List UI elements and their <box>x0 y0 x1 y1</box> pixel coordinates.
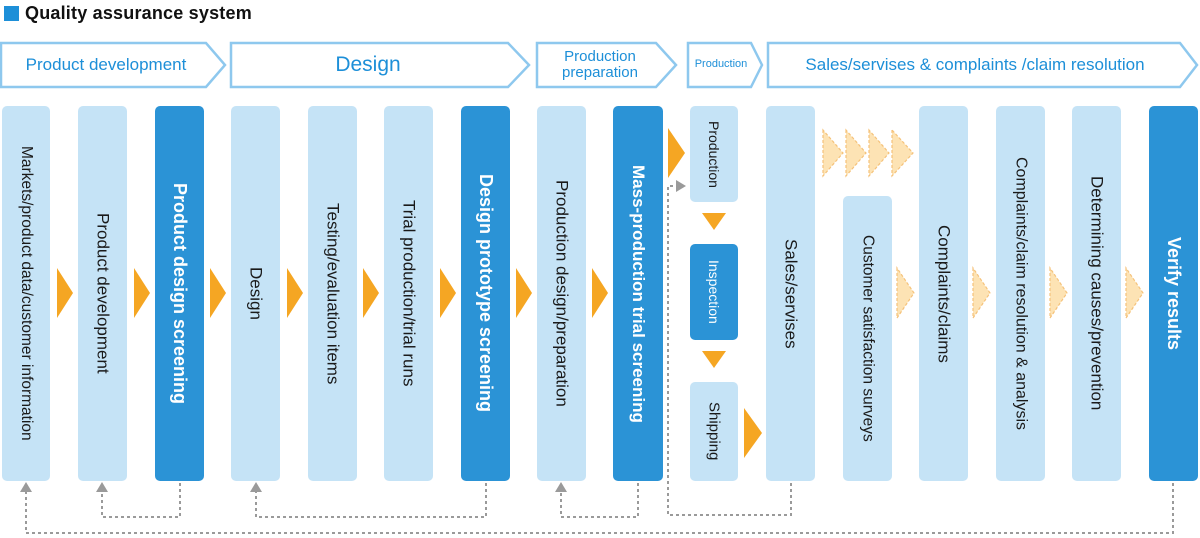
flow-down-arrow-icon <box>702 213 726 230</box>
pale-arrow-icon <box>972 266 991 320</box>
step-label: Complaints/claims <box>934 224 954 363</box>
feedback-arrowhead-icon <box>96 482 108 492</box>
phase-banner-design <box>229 41 531 89</box>
flow-arrow-icon <box>592 268 608 318</box>
flow-arrow-icon <box>363 268 379 318</box>
step-testing: Testing/evaluation items <box>308 106 357 481</box>
step-production-design: Production design/preparation <box>537 106 586 481</box>
phase-label-product-development: Product development <box>25 55 187 75</box>
step-label: Determining causes/prevention <box>1087 176 1107 411</box>
pale-arrow-icon <box>1125 266 1144 320</box>
flow-down-arrow-icon <box>702 351 726 368</box>
step-design-prototype-screening: Design prototype screening <box>461 106 510 481</box>
phase-banner-production-preparation <box>535 41 678 89</box>
feedback-arrowhead-icon <box>250 482 262 492</box>
step-product-design-screening: Product design screening <box>155 106 204 481</box>
step-shipping: Shipping <box>690 382 738 481</box>
step-mass-production-screening: Mass-production trial screening <box>613 106 663 481</box>
step-label: Shipping <box>705 402 723 461</box>
pale-arrow-icon <box>868 128 890 178</box>
step-label: Sales/servises <box>781 238 801 349</box>
flow-arrow-icon <box>516 268 532 318</box>
step-inspection: Inspection <box>690 244 738 340</box>
step-label: Mass-production trial screening <box>629 164 648 423</box>
step-label: Design <box>246 267 266 320</box>
phase-label-production-preparation: Production preparation <box>562 48 638 81</box>
feedback-arrowhead-icon <box>676 180 686 192</box>
flow-arrow-icon <box>440 268 456 318</box>
step-customer-satisfaction: Customer satisfaction surveys <box>843 196 892 481</box>
step-label: Design prototype screening <box>476 174 496 413</box>
feedback-line-design-prototype <box>255 483 487 518</box>
pale-arrow-icon <box>891 128 914 178</box>
step-label: Markets/product data/customer informatio… <box>18 146 35 441</box>
feedback-line-outer <box>25 483 1174 534</box>
diagram-title: Quality assurance system <box>4 3 252 23</box>
step-complaints: Complaints/claims <box>919 106 968 481</box>
step-label: Production design/preparation <box>552 180 572 407</box>
step-label: Product development <box>93 213 113 374</box>
flow-arrow-icon <box>210 268 226 318</box>
flow-arrow-icon <box>744 408 762 458</box>
step-label: Customer satisfaction surveys <box>859 235 877 442</box>
flow-arrow-icon <box>57 268 73 318</box>
step-determining-causes: Determining causes/prevention <box>1072 106 1121 481</box>
feedback-arrowhead-icon <box>20 482 32 492</box>
flow-arrow-icon <box>668 128 685 178</box>
step-label: Verify results <box>1164 236 1184 351</box>
step-label: Product design screening <box>170 182 190 405</box>
step-label: Inspection <box>706 260 722 324</box>
step-trial-production: Trial production/trial runs <box>384 106 433 481</box>
flow-arrow-icon <box>287 268 303 318</box>
title-marker-icon <box>4 5 19 21</box>
phase-banner-product-development <box>0 41 227 89</box>
phase-label-sales: Sales/servises & complaints /claim resol… <box>805 55 1145 75</box>
step-claim-resolution: Complaints/claim resolution & analysis <box>996 106 1045 481</box>
step-label: Complaints/claim resolution & analysis <box>1012 157 1030 430</box>
phase-banner-production <box>686 41 764 89</box>
title-text: Quality assurance system <box>25 2 252 23</box>
pale-arrow-icon <box>896 266 915 320</box>
pale-arrow-icon <box>1049 266 1068 320</box>
pale-arrow-icon <box>845 128 867 178</box>
step-markets: Markets/product data/customer informatio… <box>2 106 50 481</box>
phase-label-design: Design <box>335 52 401 76</box>
step-production: Production <box>690 106 738 202</box>
phase-banners <box>0 41 1199 89</box>
step-label: Testing/evaluation items <box>323 202 343 385</box>
feedback-line-product-design <box>101 483 181 518</box>
step-label: Trial production/trial runs <box>399 200 419 387</box>
pale-arrow-icon <box>822 128 844 178</box>
phase-label-production: Production <box>694 58 748 71</box>
step-product-development: Product development <box>78 106 127 481</box>
step-label: Production <box>706 120 722 188</box>
step-verify-results: Verify results <box>1149 106 1198 481</box>
step-design: Design <box>231 106 280 481</box>
feedback-arrowhead-icon <box>555 482 567 492</box>
flow-arrow-icon <box>134 268 150 318</box>
phase-banner-sales <box>766 41 1199 89</box>
step-sales-services: Sales/servises <box>766 106 815 481</box>
feedback-line-mass-production <box>560 483 639 518</box>
